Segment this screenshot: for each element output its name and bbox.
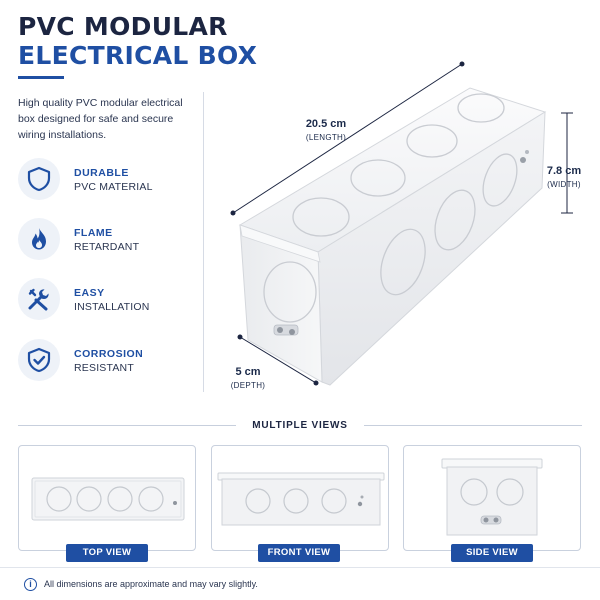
feature-title: DURABLE — [74, 167, 129, 179]
feature-badge — [18, 158, 60, 200]
front-view-card — [211, 445, 389, 551]
knockout-front-2 — [434, 189, 476, 251]
feature-title: FLAME — [74, 227, 113, 239]
tools-icon — [28, 288, 49, 311]
feature-badge — [18, 278, 60, 320]
feature-subtitle: RETARDANT — [74, 241, 140, 253]
electrical-box-illustration — [230, 61, 573, 386]
side-view-label: SIDE VIEW — [451, 544, 533, 562]
knockout-end — [263, 261, 317, 323]
feature-flame: FLAME RETARDANT — [18, 218, 203, 266]
feature-subtitle: INSTALLATION — [74, 301, 150, 313]
depth-value: 5 cm — [235, 366, 261, 378]
knockout-top-3 — [406, 124, 458, 158]
top-view-label: TOP VIEW — [66, 544, 148, 562]
feature-title: CORROSION — [74, 348, 144, 360]
feature-easy-installation: EASY INSTALLATION — [18, 278, 203, 326]
footer-divider — [0, 567, 600, 568]
front-view-illustration — [217, 472, 385, 526]
top-view-illustration — [31, 477, 185, 521]
section-divider-left — [18, 425, 236, 426]
top-view-card — [18, 445, 196, 551]
knockout-top-2 — [350, 159, 406, 197]
depth-label: (DEPTH) — [230, 381, 266, 390]
column-divider — [203, 92, 204, 392]
page-title: PVC MODULAR ELECTRICAL BOX — [18, 14, 257, 68]
title-line-1: PVC MODULAR — [18, 12, 228, 41]
feature-corrosion: CORROSION RESISTANT — [18, 339, 203, 387]
section-divider-right — [364, 425, 582, 426]
side-view-illustration — [441, 458, 543, 536]
feature-subtitle: RESISTANT — [74, 362, 134, 374]
title-line-2: ELECTRICAL BOX — [18, 41, 258, 70]
feature-badge — [18, 218, 60, 260]
knockout-front-1 — [380, 228, 426, 296]
feature-badge — [18, 339, 60, 381]
width-value: 7.8 cm — [546, 165, 582, 177]
front-view-label: FRONT VIEW — [258, 544, 340, 562]
info-icon: i — [24, 578, 37, 591]
knockout-top-4 — [457, 93, 505, 123]
footer-note: All dimensions are approximate and may v… — [44, 579, 258, 589]
width-label: (WIDTH) — [547, 180, 581, 189]
shield-icon — [27, 166, 51, 192]
product-description: High quality PVC modular electrical box … — [18, 97, 183, 141]
feature-durable: DURABLE PVC MATERIAL — [18, 158, 203, 206]
length-dimension-line — [232, 63, 463, 214]
length-value: 20.5 cm — [305, 118, 347, 130]
side-view-card — [403, 445, 581, 551]
feature-subtitle: PVC MATERIAL — [74, 181, 153, 193]
flame-icon — [32, 228, 46, 250]
length-label: (LENGTH) — [305, 133, 347, 142]
title-underline — [18, 76, 64, 79]
knockout-top-1 — [292, 197, 350, 237]
feature-title: EASY — [74, 287, 105, 299]
knockout-front-3 — [482, 153, 518, 207]
section-title: MULTIPLE VIEWS — [252, 420, 348, 431]
shield-check-icon — [27, 347, 51, 373]
depth-dimension-line — [239, 336, 317, 384]
